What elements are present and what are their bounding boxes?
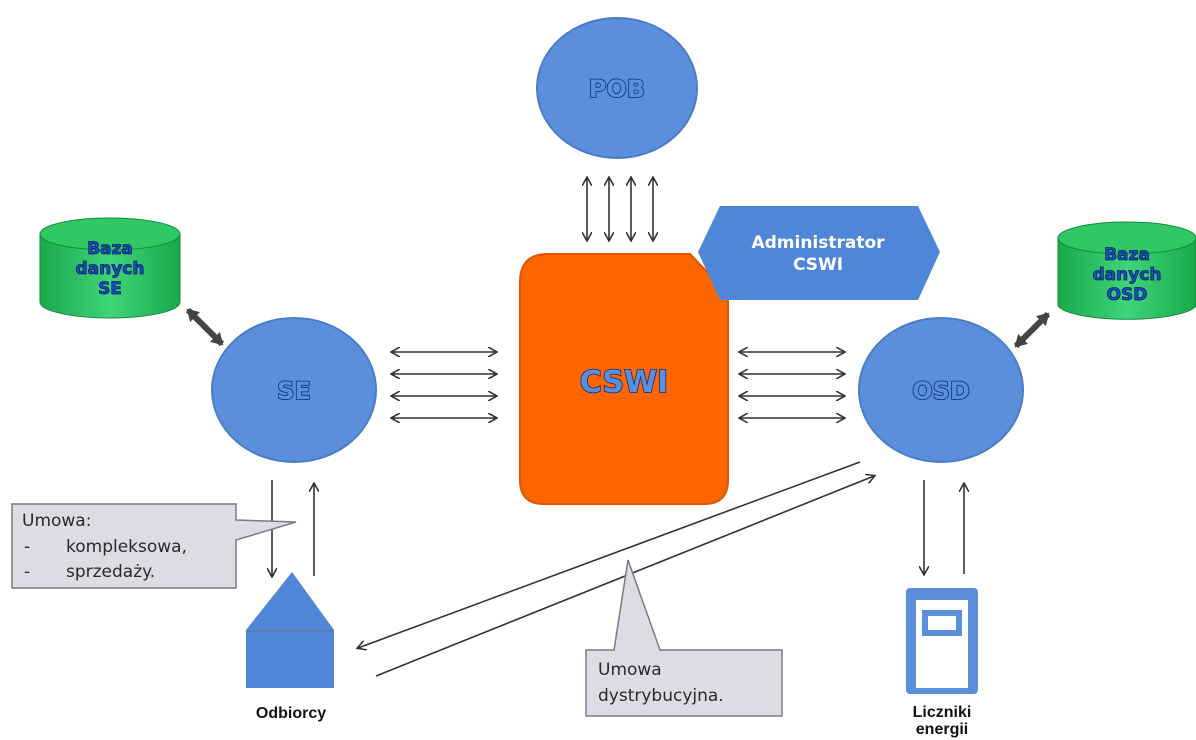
cswi-label: CSWI	[580, 365, 668, 400]
osd-liczniki-arrows	[924, 480, 964, 574]
administrator-label-line1: Administrator	[751, 233, 885, 253]
administrator-label-line2: CSWI	[793, 255, 843, 275]
liczniki-label-line2: energii	[916, 721, 968, 738]
pob-cswi-arrows	[587, 178, 653, 240]
callout-umowa-dystrybucyjna-line2: dystrybucyjna.	[598, 686, 724, 706]
database-se-line2: danych	[75, 259, 144, 279]
database-se-line1: Baza	[87, 239, 133, 259]
callout-umowa-se: Umowa: - kompleksowa, - sprzedaży.	[11, 503, 297, 589]
liczniki-label-line1: Liczniki	[913, 704, 972, 721]
pob-node: POB	[536, 17, 698, 159]
callout-umowa-se-dash1: -	[24, 537, 30, 557]
callout-umowa-dystrybucyjna: Umowa dystrybucyjna.	[585, 559, 783, 717]
database-osd-line3: OSD	[1107, 285, 1148, 305]
database-se: Baza danych SE	[39, 217, 181, 319]
cswi-node: CSWI	[519, 253, 729, 505]
database-osd-line1: Baza	[1104, 245, 1150, 265]
callout-umowa-se-line1: Umowa:	[22, 511, 91, 531]
se-cswi-arrows	[392, 352, 496, 418]
database-osd-line2: danych	[1092, 265, 1161, 285]
se-label: SE	[277, 377, 311, 405]
callout-umowa-se-line2: kompleksowa,	[66, 537, 187, 557]
administrator-tag: Administrator CSWI	[698, 206, 940, 300]
osd-label: OSD	[912, 377, 970, 405]
osd-node: OSD	[858, 317, 1024, 463]
database-arrows	[185, 307, 1051, 349]
odbiorcy-label: Odbiorcy	[256, 705, 326, 722]
database-osd: Baza danych OSD	[1057, 221, 1196, 320]
se-node: SE	[211, 317, 377, 463]
callout-umowa-dystrybucyjna-line1: Umowa	[598, 660, 662, 680]
callout-umowa-se-line3: sprzedaży.	[66, 562, 155, 582]
meter-icon	[906, 588, 978, 694]
pob-label: POB	[589, 75, 645, 103]
cswi-osd-arrows	[740, 352, 844, 418]
database-se-line3: SE	[98, 279, 122, 299]
callout-umowa-se-dash2: -	[24, 562, 30, 582]
odbiorcy-house-icon	[246, 572, 334, 688]
